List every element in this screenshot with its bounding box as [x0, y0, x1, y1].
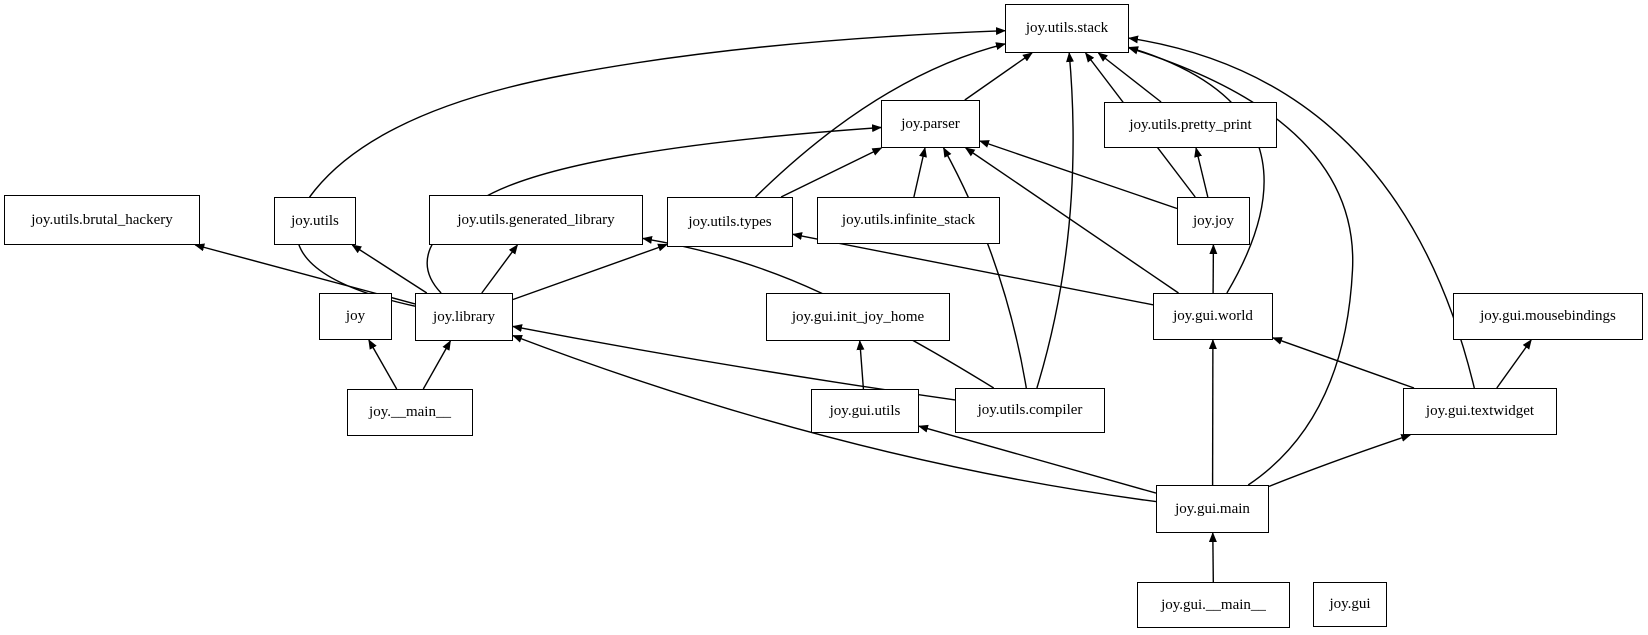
edge-joy.library-to-joy.utils.generated_library [481, 244, 518, 294]
node-label: joy.utils.infinite_stack [841, 212, 976, 228]
edge-joy.parser-to-joy.utils.stack [964, 52, 1033, 101]
node-label: joy.utils.brutal_hackery [31, 211, 173, 228]
edge-joy.gui.textwidget-to-joy.gui.mousebindings [1496, 339, 1532, 389]
edge-joy.gui.textwidget-to-joy.gui.world [1272, 337, 1415, 389]
node-joy-utils: joy.utils [274, 197, 356, 245]
node-joy-gui-init-joy-home: joy.gui.init_joy_home [766, 293, 950, 341]
node-joy-utils-pretty-print: joy.utils.pretty_print [1104, 102, 1277, 148]
node-label: joy [345, 308, 366, 324]
node-label: joy.utils.pretty_print [1129, 116, 1252, 133]
node-joy-utils-brutal-hackery: joy.utils.brutal_hackery [4, 195, 200, 245]
node-joy-joy: joy.joy [1177, 197, 1250, 245]
node-label: joy.gui.utils [829, 402, 901, 419]
node-joy-parser: joy.parser [881, 100, 980, 148]
edge-joy.gui.main-to-joy.gui.textwidget [1268, 434, 1412, 488]
node-label: joy.gui [1329, 596, 1371, 612]
edge-joy.library-to-joy.parser [426, 124, 882, 294]
edge-joy.gui.main-to-joy.library [512, 334, 1157, 503]
node-joy-gui-utils: joy.gui.utils [811, 389, 919, 433]
node-label: joy.utils.types [688, 213, 772, 230]
node-joy-gui-main: joy.gui.__main__ [1137, 582, 1290, 628]
node-joy: joy [319, 293, 392, 340]
edge-joy.__main__-to-joy [368, 339, 398, 390]
node-joy-utils-infinite-stack: joy.utils.infinite_stack [817, 197, 1000, 244]
edge-joy.joy-to-joy.utils.pretty_print [1194, 147, 1209, 198]
node-label: joy.utils.compiler [977, 402, 1083, 418]
node-joy-utils-stack: joy.utils.stack [1005, 4, 1129, 53]
node-joy-utils-compiler: joy.utils.compiler [955, 388, 1105, 433]
edge-joy.__main__-to-joy.library [422, 340, 452, 390]
edge-joy.utils.types-to-joy.utils.stack [755, 42, 1006, 198]
edge-joy.utils.pretty_print-to-joy.utils.stack [1097, 52, 1162, 103]
edge-joy.gui.main-to-joy.utils.stack [1128, 46, 1354, 486]
edge-joy.gui.world-to-joy.utils.stack [1128, 46, 1265, 294]
node-joy-gui-mousebindings: joy.gui.mousebindings [1453, 293, 1643, 340]
edge-joy.utils.compiler-to-joy.utils.generated_library [642, 235, 995, 389]
edge-joy.library-to-joy.utils.stack [296, 27, 1006, 307]
edge-joy.library-to-joy.utils [351, 244, 428, 294]
node-label: joy.gui.textwidget [1425, 403, 1535, 419]
node-label: joy.gui.world [1173, 308, 1253, 324]
node-joy-gui: joy.gui [1313, 582, 1387, 627]
node-joy-gui-textwidget: joy.gui.textwidget [1403, 388, 1557, 435]
edge-joy.utils.compiler-to-joy.parser [942, 147, 1027, 389]
edge-joy.gui.world-to-joy.parser [964, 147, 1179, 294]
edge-joy.gui.textwidget-to-joy.utils.stack [1128, 35, 1475, 389]
node-label: joy.gui.mousebindings [1480, 308, 1616, 324]
edge-joy.utils.types-to-joy.parser [780, 147, 883, 198]
edge-joy.joy-to-joy.parser [979, 140, 1178, 210]
node-joy-gui-world: joy.gui.world [1153, 293, 1273, 340]
node-label: joy.joy [1192, 212, 1235, 229]
edge-joy.utils.infinite_stack-to-joy.parser [913, 147, 927, 198]
node-label: joy.utils [291, 212, 339, 229]
node-label: joy.library [433, 308, 495, 325]
node-label: joy.gui.init_joy_home [791, 308, 925, 325]
node-joy-main: joy.__main__ [347, 389, 473, 436]
edge-joy.gui.__main__-to-joy.gui.main [1208, 532, 1217, 583]
node-joy-utils-types: joy.utils.types [667, 197, 793, 247]
node-label: joy.utils.stack [1025, 20, 1109, 36]
node-joy-utils-generated-library: joy.utils.generated_library [429, 195, 643, 245]
edge-joy.gui.world-to-joy.utils.types [792, 232, 1154, 306]
edge-joy.library-to-joy.utils.types [512, 243, 668, 301]
edge-joy.utils.compiler-to-joy.utils.stack [1036, 52, 1074, 389]
node-label: joy.utils.generated_library [457, 211, 615, 228]
node-joy-library: joy.library [415, 293, 513, 341]
node-joy-gui-main: joy.gui.main [1156, 485, 1269, 533]
edge-joy.gui.main-to-joy.gui.utils [918, 424, 1157, 494]
edge-joy.gui.utils-to-joy.gui.init_joy_home [856, 340, 865, 390]
node-label: joy.gui.main [1175, 500, 1250, 517]
node-label: joy.gui.__main__ [1161, 596, 1266, 613]
node-label: joy.parser [901, 115, 960, 132]
node-label: joy.__main__ [369, 404, 451, 420]
